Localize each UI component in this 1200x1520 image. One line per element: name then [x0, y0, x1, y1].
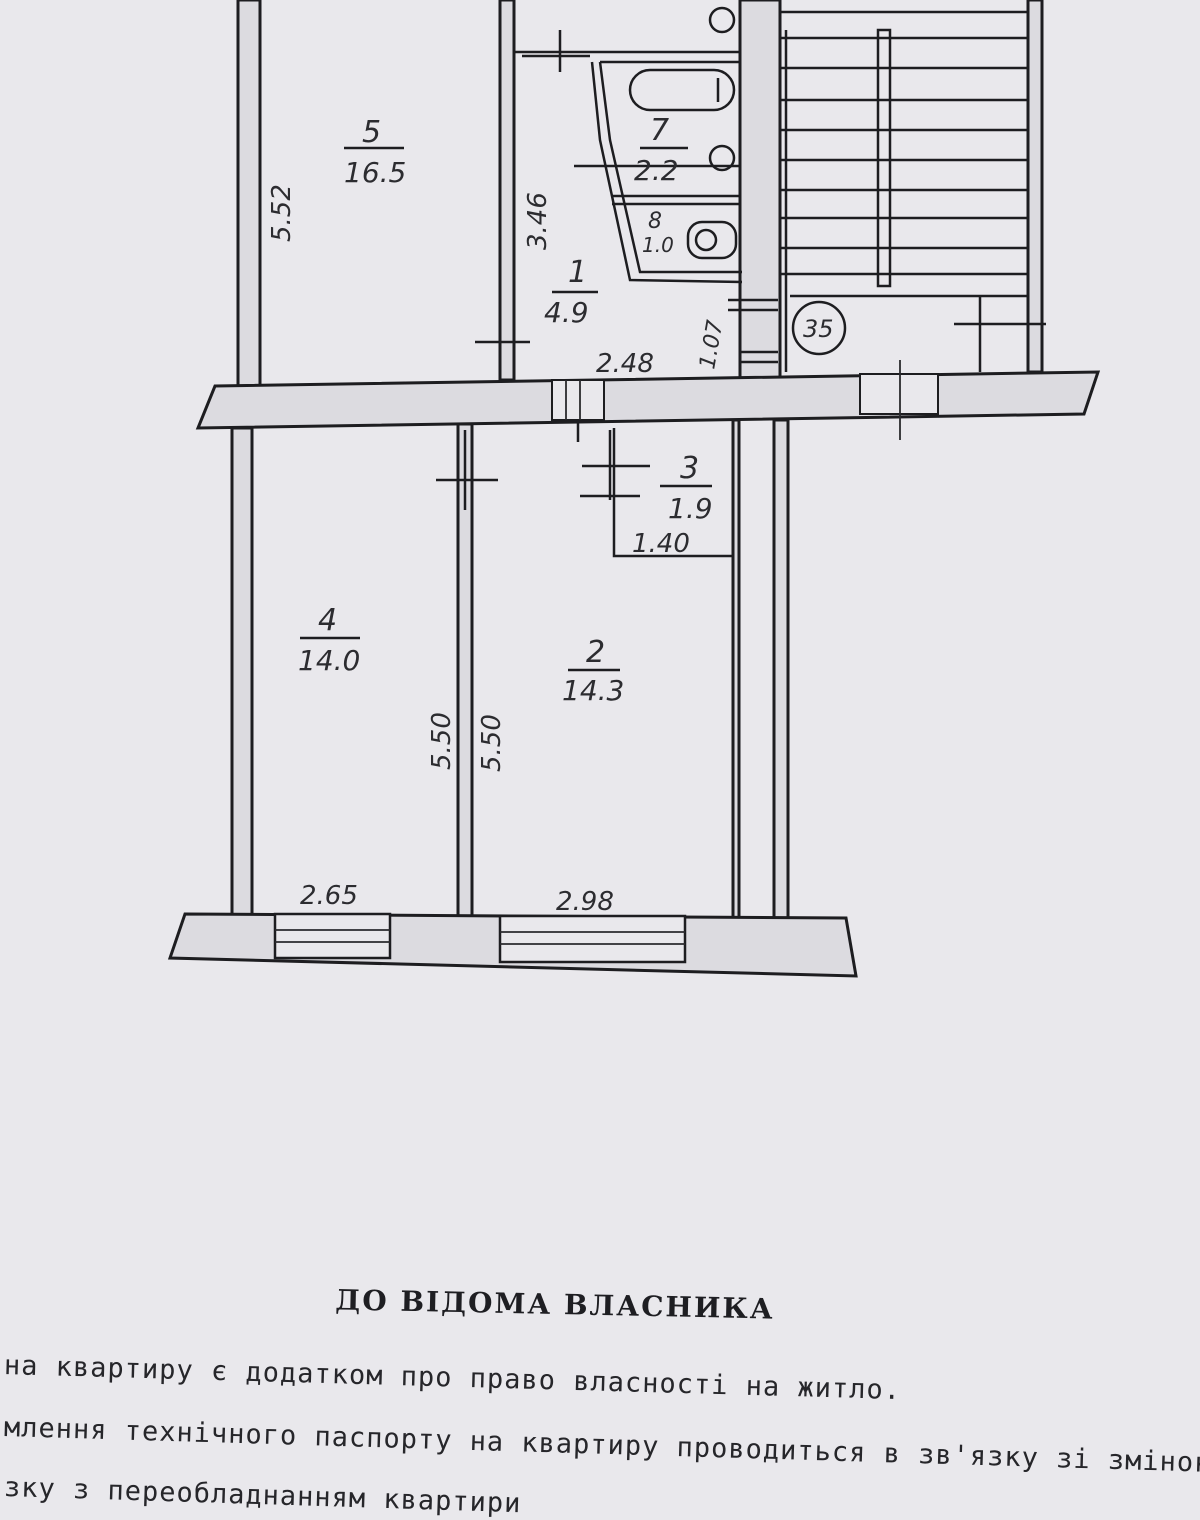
door-ticks — [436, 30, 650, 510]
window-room2 — [498, 914, 687, 964]
dim-room2-width: 2.98 — [556, 887, 614, 917]
wall-bath-right — [738, 0, 782, 380]
wall-hall-partition — [498, 0, 516, 382]
dim-hall-width: 2.48 — [596, 349, 654, 379]
room-8-number: 8 — [648, 209, 662, 234]
closet-room3 — [612, 428, 734, 558]
wall-stair-right — [1026, 0, 1044, 374]
dim-room4-height: 5.50 — [427, 712, 457, 770]
door-entrance — [859, 360, 939, 440]
staircase — [780, 10, 1046, 372]
wall-left-upper — [236, 0, 262, 390]
dim-room5-height: 5.52 — [267, 184, 297, 242]
room-4-area: 14.0 — [298, 644, 360, 677]
room-1-number: 1 — [568, 255, 587, 290]
room-3-area: 1.9 — [668, 492, 713, 525]
wall-outer-right — [772, 418, 790, 922]
room-2-area: 14.3 — [562, 674, 624, 707]
wall-left-lower — [230, 426, 254, 918]
stair-mark-circle — [791, 300, 847, 356]
room-1-area: 4.9 — [544, 296, 589, 329]
room-4-number: 4 — [318, 603, 337, 638]
passage-lines — [728, 298, 778, 364]
room-3-number: 3 — [680, 451, 699, 486]
bathroom-block — [514, 6, 743, 284]
room-7-number: 7 — [650, 113, 669, 148]
dim-room4-width: 2.65 — [300, 881, 358, 911]
room-2-number: 2 — [586, 635, 605, 670]
dim-closet-width: 1.40 — [632, 529, 690, 559]
dim-room2-height: 5.50 — [477, 714, 507, 772]
room-5-number: 5 — [362, 115, 381, 150]
wall-room2-right — [731, 418, 741, 922]
stair-mark: 35 — [803, 315, 834, 343]
window-room4 — [273, 912, 392, 960]
door-middle-wall — [551, 379, 605, 421]
room-7-area: 2.2 — [634, 154, 679, 187]
room-5-area: 16.5 — [344, 156, 406, 189]
room-8-area: 1.0 — [642, 233, 674, 257]
dim-hall-height: 3.46 — [523, 192, 553, 250]
